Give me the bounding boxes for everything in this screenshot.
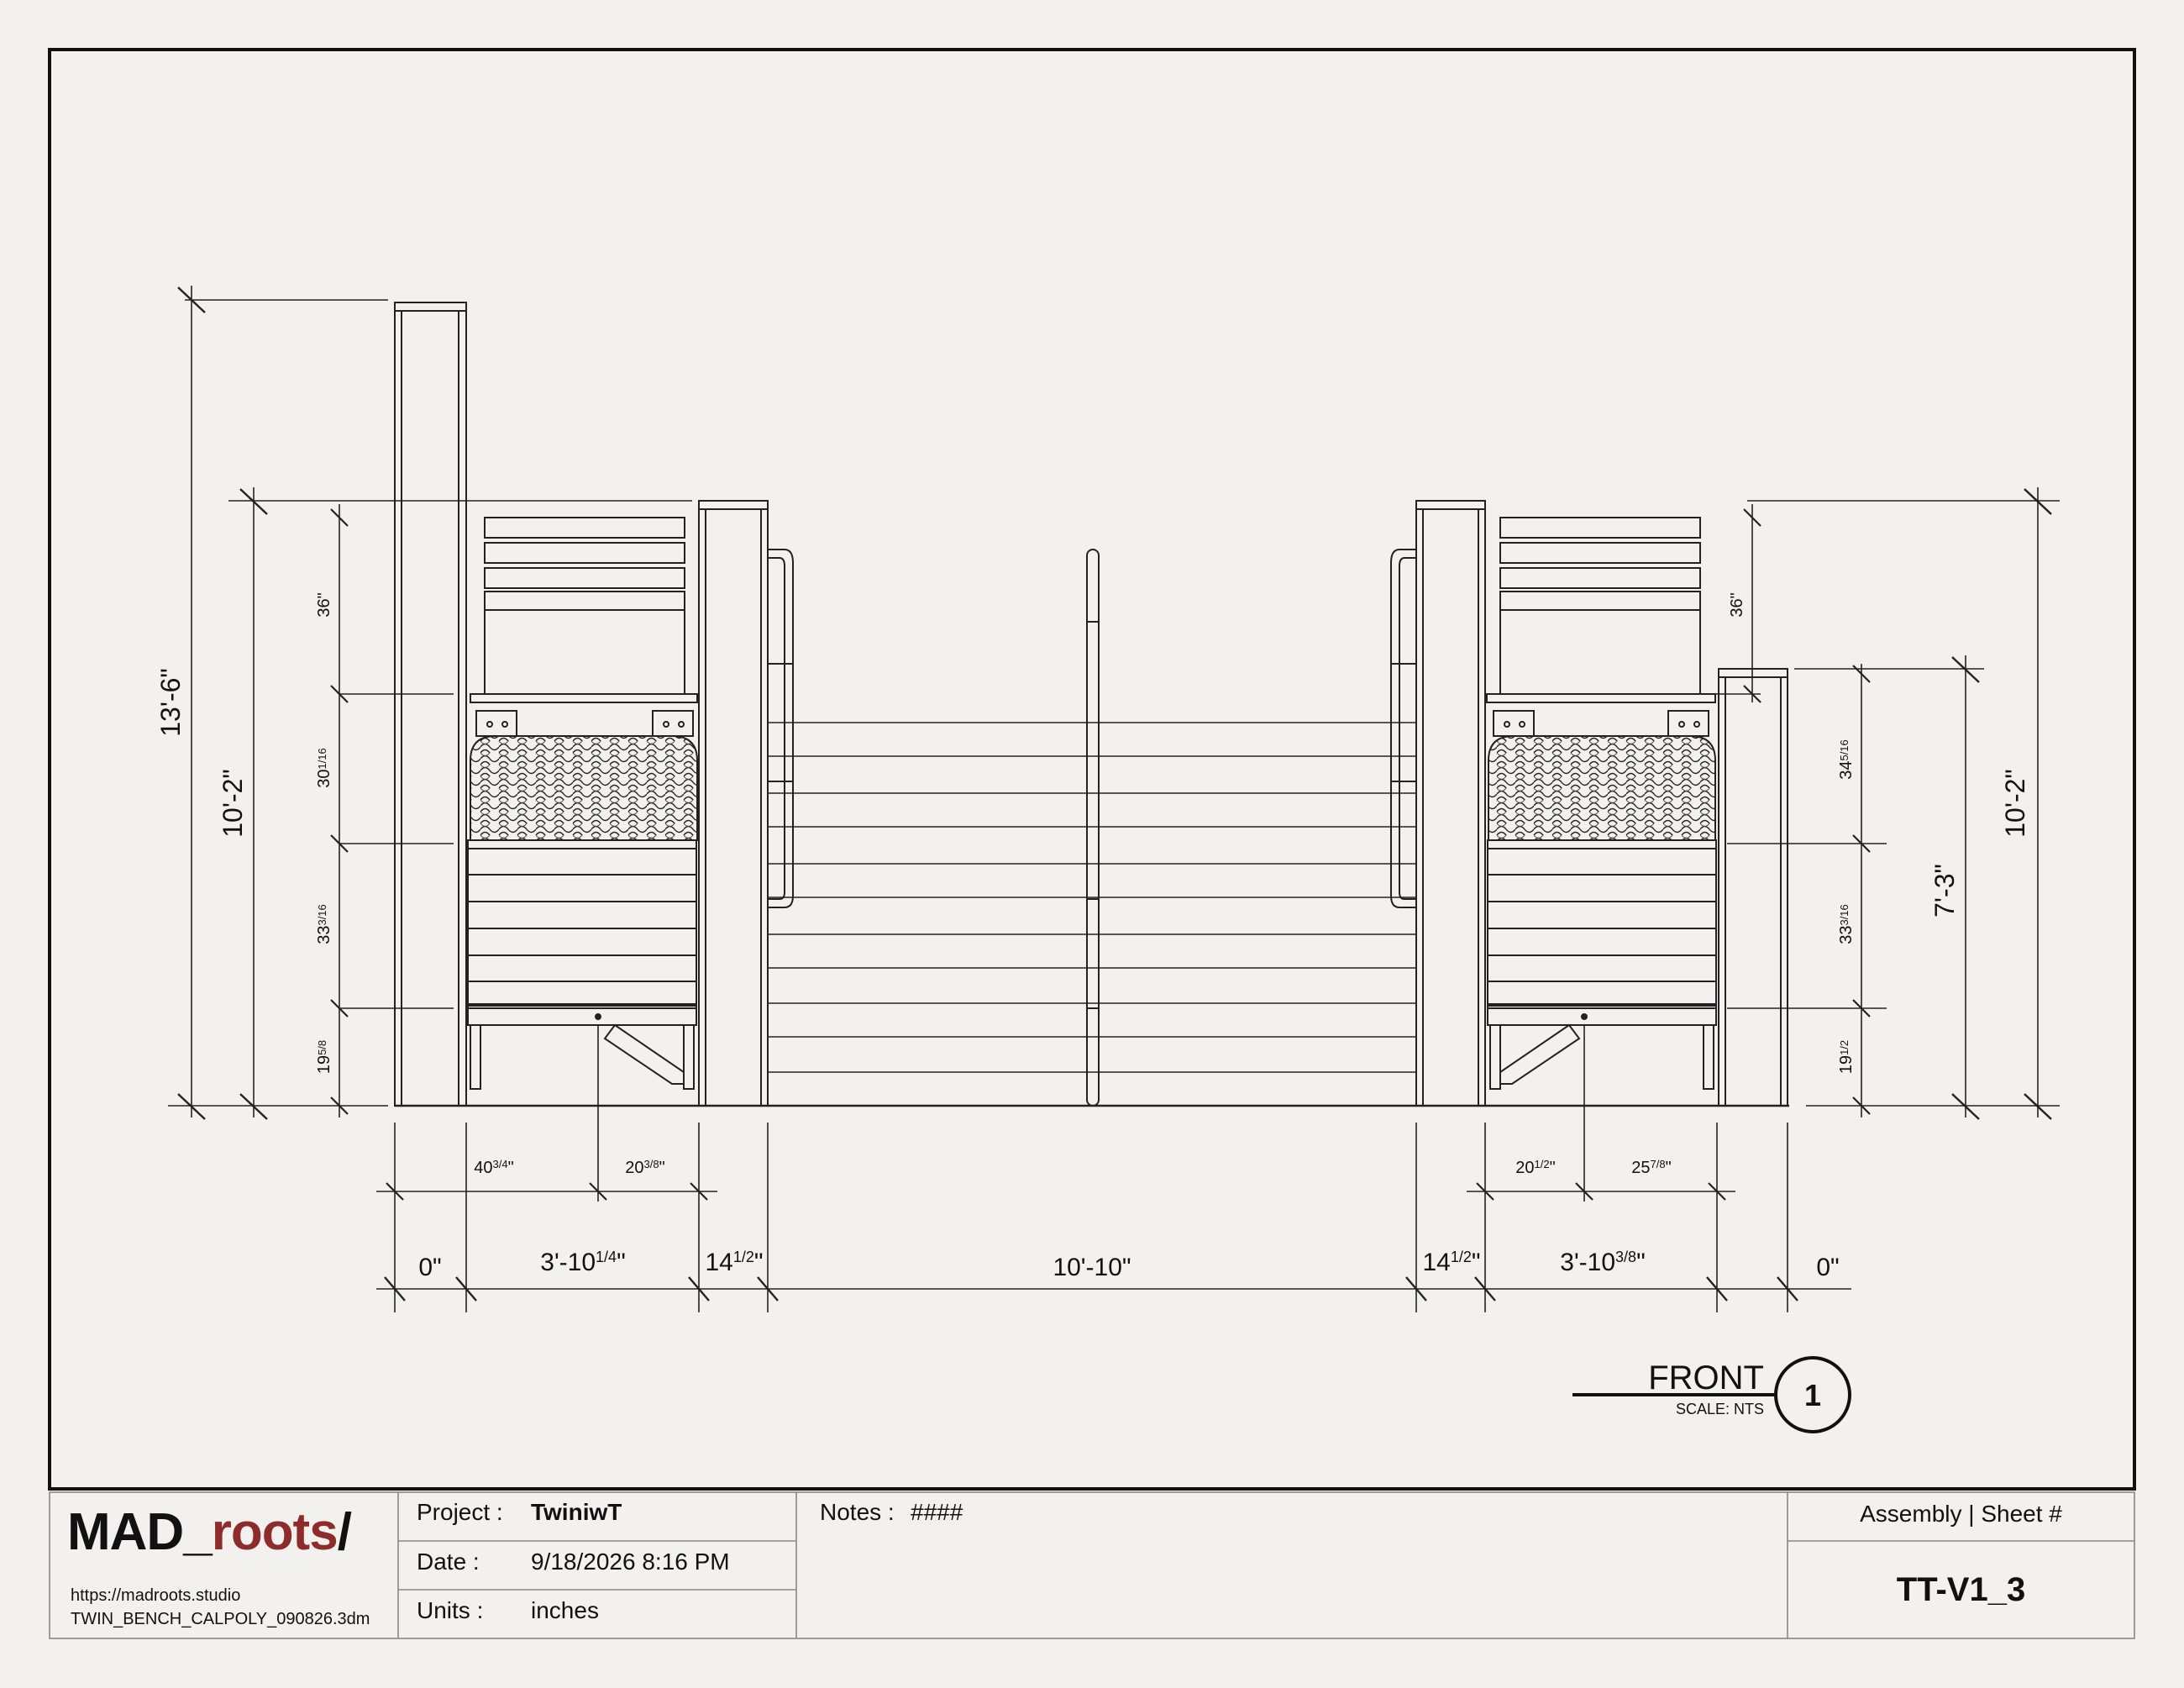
dim-right-seg-4: 191/2	[1837, 1040, 1856, 1074]
dim-right-seg-3: 333/16	[1837, 904, 1856, 944]
view-label: 1 FRONT SCALE: NTS	[1572, 1356, 1851, 1433]
brand-suffix: /	[337, 1503, 352, 1561]
drawing-border	[48, 48, 2136, 1491]
units-value: inches	[531, 1597, 599, 1623]
brand-logo: MAD_roots/	[67, 1502, 352, 1562]
right-bench	[1486, 517, 1717, 1090]
dim-right-seg-1: 36"	[1728, 592, 1746, 617]
dim-left-overall-height: 13'-6"	[155, 668, 186, 737]
units-label: Units :	[417, 1597, 484, 1623]
dim-bottom-left-bench: 3'-101/4"	[540, 1249, 625, 1276]
dimension-lines	[168, 286, 2060, 1312]
dim-left-sub-1: 403/4"	[474, 1158, 513, 1177]
dim-right-frame-height: 10'-2"	[2000, 769, 2030, 838]
center-rail	[1086, 549, 1100, 1107]
dim-bottom-center: 10'-10"	[1053, 1254, 1131, 1281]
notes-value: ####	[911, 1499, 963, 1525]
dim-left-sub-2: 203/8"	[625, 1158, 664, 1177]
assembly-label: Assembly | Sheet #	[1860, 1501, 2062, 1527]
left-tall-post	[394, 302, 467, 1107]
left-bench	[467, 517, 698, 1090]
project-label: Project :	[417, 1499, 503, 1525]
date-label: Date :	[417, 1549, 480, 1575]
title-block-frame	[49, 1491, 2135, 1639]
file-name: TWIN_BENCH_CALPOLY_090826.3dm	[71, 1610, 370, 1628]
front-elevation	[394, 302, 1789, 1107]
dimension-labels: 13'-6" 10'-2" 36" 301/16 333/16 195/8 36…	[155, 592, 2030, 1281]
dim-bottom-right-post: 141/2"	[1422, 1249, 1480, 1276]
project-value: TwiniwT	[531, 1499, 622, 1525]
dim-right-sub-1: 201/2"	[1515, 1158, 1555, 1177]
dim-left-seg-1: 36"	[315, 592, 333, 617]
date-value: 9/18/2026 8:16 PM	[531, 1549, 730, 1575]
brand-accent: roots	[211, 1503, 339, 1561]
view-number: 1	[1804, 1378, 1821, 1412]
website-link[interactable]: https://madroots.studio	[71, 1586, 241, 1605]
dim-bottom-left-post: 141/2"	[705, 1249, 763, 1276]
dim-right-post-height: 7'-3"	[1929, 864, 1960, 918]
left-center-post	[698, 500, 769, 1107]
notes-label: Notes :	[820, 1499, 895, 1525]
dim-bottom-zero-left: 0"	[418, 1254, 441, 1281]
sheet-number: TT-V1_3	[1896, 1571, 2026, 1608]
dim-right-sub-2: 257/8"	[1631, 1158, 1671, 1177]
brand-prefix: MAD_	[67, 1503, 213, 1561]
dim-bottom-right-bench: 3'-103/8"	[1560, 1249, 1645, 1276]
dim-right-seg-2: 345/16	[1837, 739, 1856, 780]
right-center-post	[1415, 500, 1486, 1107]
dim-left-seg-2: 301/16	[315, 748, 333, 788]
right-short-post	[1718, 668, 1788, 1107]
dim-left-seg-4: 195/8	[315, 1040, 333, 1074]
view-name: FRONT	[1648, 1359, 1764, 1396]
dim-left-frame-height: 10'-2"	[218, 769, 248, 838]
dim-bottom-zero-right: 0"	[1816, 1254, 1839, 1281]
deck-slats	[768, 722, 1416, 1073]
right-handrail	[1390, 549, 1416, 908]
view-number-bubble	[1774, 1356, 1851, 1433]
view-scale: SCALE: NTS	[1676, 1401, 1764, 1417]
dim-left-seg-3: 333/16	[315, 904, 333, 944]
left-handrail	[768, 549, 794, 908]
